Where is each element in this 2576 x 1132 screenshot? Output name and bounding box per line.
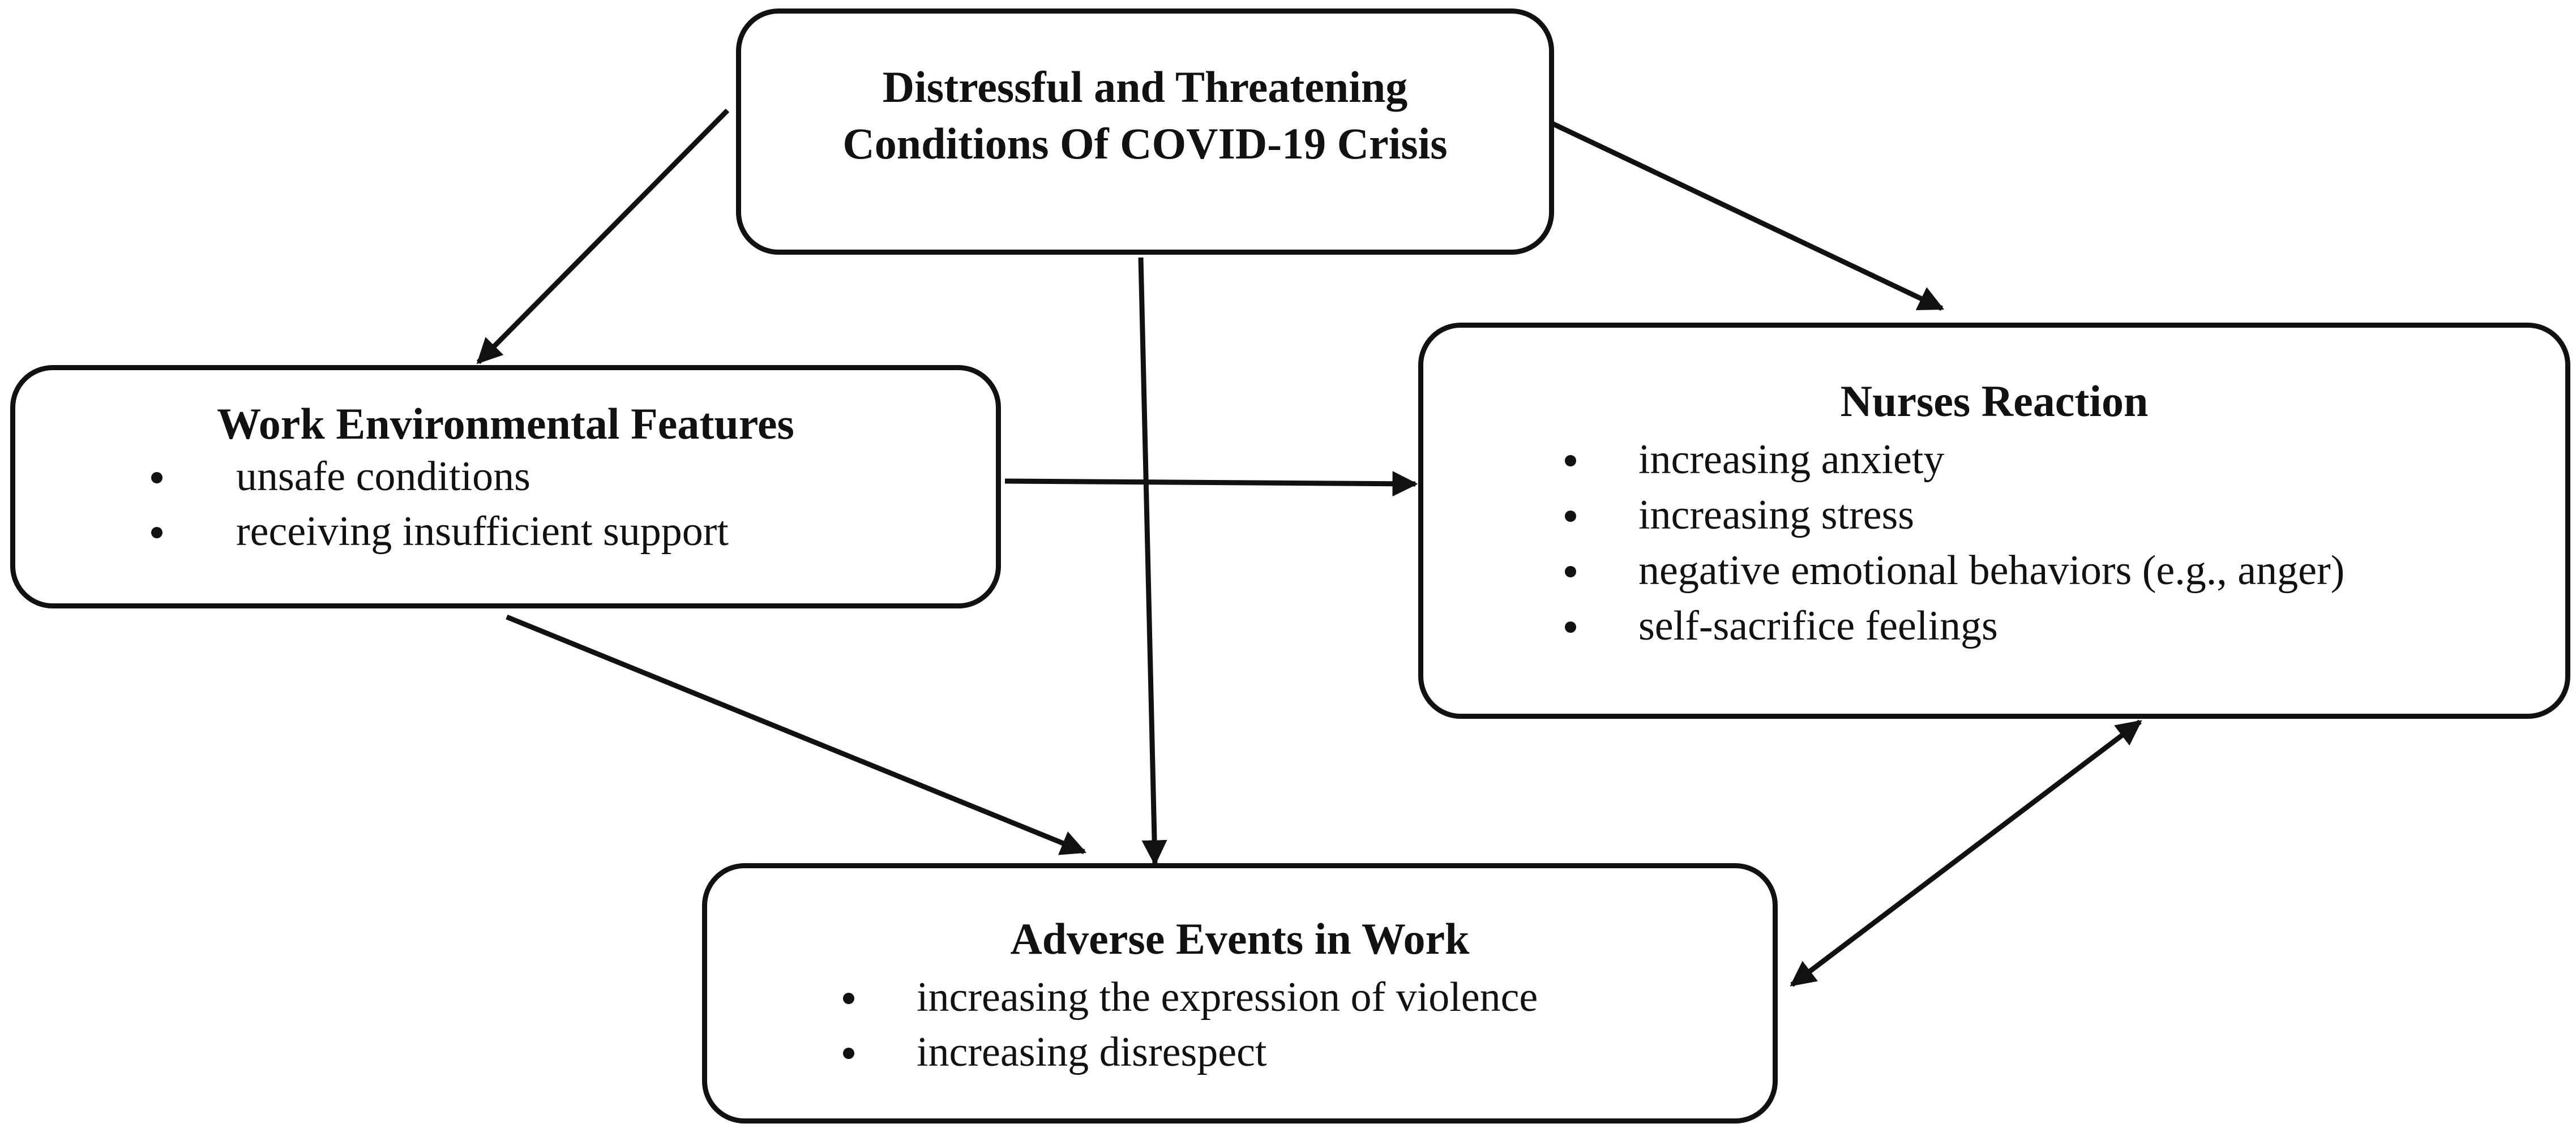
arrow-work-to-adverse xyxy=(506,614,1087,855)
adverse-events-title: Adverse Events in Work xyxy=(1010,914,1470,963)
covid-conditions-title: Distressful and Threatening Conditions O… xyxy=(741,59,1549,172)
covid-title-line-2: Conditions Of COVID-19 Crisis xyxy=(842,119,1448,168)
list-item-text: increasing anxiety xyxy=(1638,436,1945,483)
covid-title-line-1: Distressful and Threatening xyxy=(882,62,1408,112)
adverse-events-box: Adverse Events in Work increasing the ex… xyxy=(702,863,1778,1124)
bullet-icon xyxy=(1565,455,1576,466)
arrow-covid-to-work xyxy=(476,108,730,365)
arrow-covid-to-adverse xyxy=(1138,257,1167,866)
bullet-icon xyxy=(843,993,854,1004)
work-environment-box: Work Environmental Features unsafe condi… xyxy=(10,365,1001,608)
list-item-text: negative emotional behaviors (e.g., ange… xyxy=(1638,547,2345,594)
covid-conditions-box: Distressful and Threatening Conditions O… xyxy=(736,8,1554,255)
list-item-text: increasing the expression of violence xyxy=(917,974,1538,1020)
list-item-text: receiving insufficient support xyxy=(236,508,729,555)
list-item-text: unsafe conditions xyxy=(236,453,530,500)
bullet-icon xyxy=(843,1048,854,1059)
nurses-reaction-box: Nurses Reaction increasing anxiety incre… xyxy=(1418,323,2570,719)
work-environment-title: Work Environmental Features xyxy=(217,399,794,448)
bullet-icon xyxy=(151,527,162,538)
nurses-reaction-title: Nurses Reaction xyxy=(1840,376,2149,426)
list-item-text: increasing disrespect xyxy=(917,1029,1267,1075)
bullet-icon xyxy=(151,472,162,483)
arrow-work-to-nurses xyxy=(1004,471,1418,497)
bullet-icon xyxy=(1565,566,1576,577)
list-item-text: self-sacrifice feelings xyxy=(1638,603,1998,649)
bullet-icon xyxy=(1565,621,1576,633)
bullet-icon xyxy=(1565,511,1576,522)
arrow-covid-to-nurses xyxy=(1547,119,1945,311)
arrow-nurses-adverse-bidirectional xyxy=(1790,719,2142,987)
list-item-text: increasing stress xyxy=(1638,492,1915,538)
